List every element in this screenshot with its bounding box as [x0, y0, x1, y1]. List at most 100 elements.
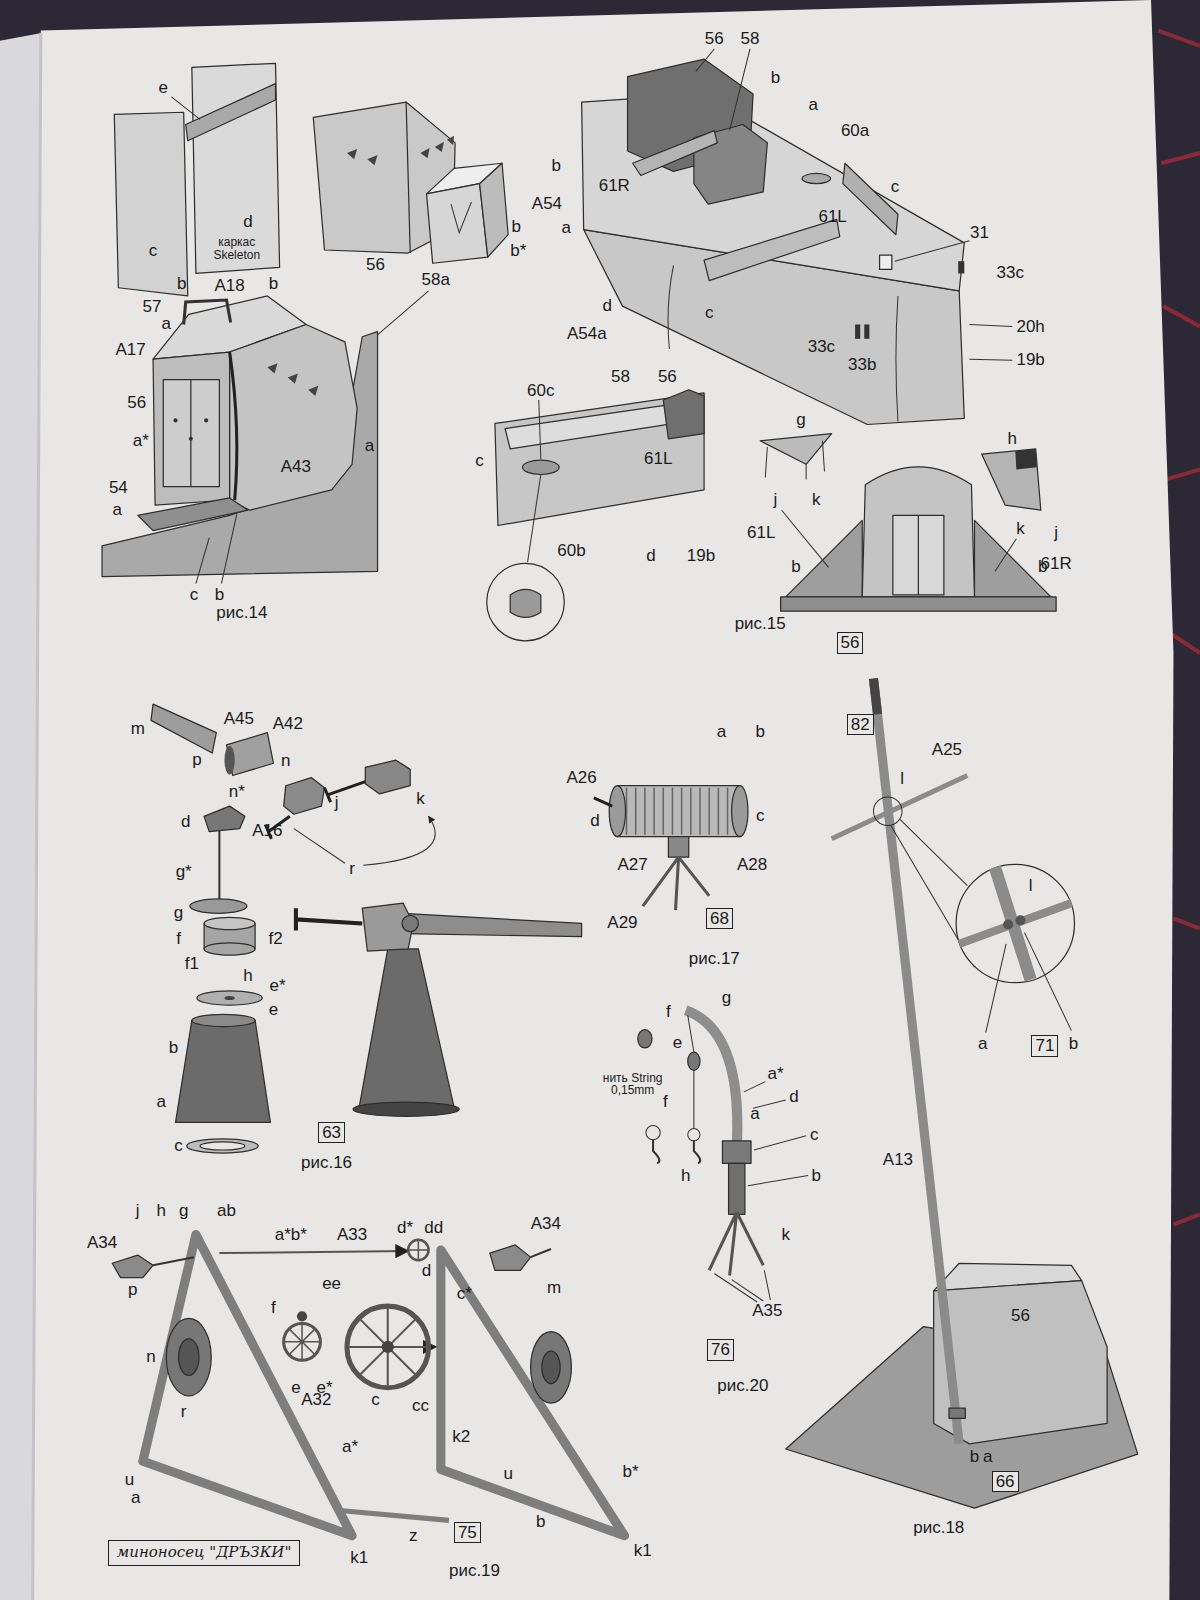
part-label: a — [750, 1105, 759, 1123]
part-label: d — [789, 1088, 798, 1106]
part-label: A29 — [607, 915, 637, 933]
davit — [754, 1136, 806, 1150]
part-number-box: 56 — [837, 632, 864, 654]
gun-parts — [190, 899, 247, 913]
part-label: m — [131, 720, 145, 738]
part-label: ee — [322, 1275, 341, 1293]
skeleton-panels — [114, 63, 279, 296]
gun-assembly — [296, 908, 362, 930]
part-label: b — [536, 1514, 545, 1532]
winch-drum — [627, 788, 728, 835]
part-label: f — [271, 1299, 276, 1317]
part-label: d — [181, 814, 190, 832]
winch-drum — [594, 786, 748, 910]
bow-view — [760, 434, 1056, 612]
bow-view — [786, 520, 863, 597]
part-label: g* — [176, 864, 192, 882]
gun-parts — [204, 917, 255, 929]
part-label: 33c — [996, 265, 1023, 283]
winch-frame — [347, 1306, 429, 1388]
part-label: k — [781, 1226, 790, 1244]
bow-view — [862, 467, 974, 597]
winch-drum — [609, 786, 625, 837]
bow-view — [982, 449, 1041, 510]
part-label: A27 — [618, 856, 648, 874]
part-label: f — [663, 1093, 668, 1111]
bow-view — [893, 515, 944, 595]
winch-frame — [285, 1324, 320, 1359]
part-label: d — [602, 297, 611, 315]
deckhouse-assembly — [230, 324, 358, 510]
part-label: f — [666, 1003, 671, 1021]
part-label: c — [149, 242, 158, 260]
winch-frame — [284, 1323, 321, 1360]
skeleton-panels — [171, 97, 200, 119]
part-label: u — [503, 1466, 512, 1484]
part-label: a — [365, 437, 374, 455]
gun-parts — [218, 831, 220, 900]
part-label: l — [900, 770, 904, 788]
davit — [729, 1163, 745, 1214]
part-label: A54 — [532, 195, 562, 213]
gun-parts — [187, 1139, 258, 1153]
davit — [693, 1070, 694, 1128]
deckhouse-part — [480, 163, 509, 257]
gun-parts — [324, 782, 365, 802]
part-label: b — [177, 275, 186, 293]
part-label: k — [416, 790, 425, 808]
part-label: c — [891, 178, 900, 196]
part-label: j — [774, 491, 778, 509]
winch-frame — [542, 1351, 560, 1384]
part-label: h — [243, 967, 252, 985]
mast — [832, 776, 968, 839]
part-label: рис.14 — [216, 604, 267, 622]
part-label: e — [159, 79, 168, 97]
part-label: a*b* — [275, 1226, 307, 1244]
part-label: 58a — [422, 271, 450, 289]
part-label: f2 — [268, 930, 282, 948]
hull-section — [696, 49, 714, 71]
mast — [986, 944, 1006, 1033]
winch-drum — [732, 786, 748, 837]
hull-section — [895, 241, 969, 261]
part-label: A28 — [737, 856, 767, 874]
skeleton-panels — [114, 112, 187, 296]
mast — [786, 679, 1138, 1509]
winch-drum — [617, 786, 739, 837]
part-label: 19b — [687, 547, 715, 565]
box-text: 71 — [1035, 1036, 1054, 1055]
deckhouse-part — [347, 136, 454, 166]
box-text: 66 — [996, 1472, 1015, 1491]
gun-parts — [284, 778, 325, 815]
deckhouse-assembly — [190, 380, 191, 487]
bow-view — [918, 515, 919, 595]
deckhouse-part — [427, 184, 488, 264]
part-label: 56 — [366, 256, 385, 274]
part-label: e* — [270, 977, 286, 995]
part-label: a* — [342, 1438, 358, 1456]
davit — [688, 1015, 694, 1052]
box-text: 75 — [458, 1523, 477, 1542]
part-label: A16 — [252, 822, 282, 840]
part-label: a — [983, 1448, 992, 1466]
hull-section — [969, 359, 1012, 360]
box-text: 68 — [710, 909, 729, 928]
deckhouse-part — [451, 202, 471, 233]
part-label: r — [181, 1403, 187, 1421]
davit — [653, 1140, 659, 1163]
part-label: 61L — [818, 208, 846, 226]
hull-detail — [487, 390, 704, 641]
davit — [646, 1126, 660, 1140]
hull-section — [802, 173, 831, 183]
part-label: d — [590, 813, 599, 831]
part-label: 20h — [1016, 318, 1044, 336]
part-label: h — [1008, 430, 1017, 448]
davit — [764, 1270, 770, 1300]
winch-frame — [337, 1510, 449, 1520]
part-label: d — [422, 1263, 431, 1281]
davit — [748, 1176, 808, 1186]
part-label: 60b — [557, 542, 585, 560]
deckhouse-part — [376, 291, 429, 337]
part-label: c — [371, 1391, 380, 1409]
